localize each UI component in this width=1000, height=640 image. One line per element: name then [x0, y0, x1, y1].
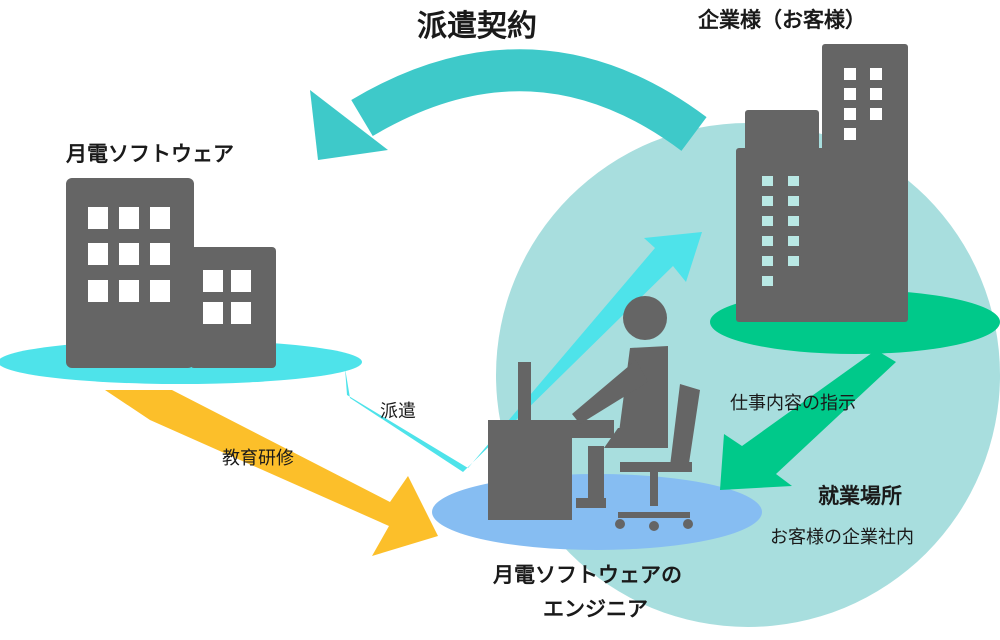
education-training-arrow [105, 390, 438, 556]
building-icon [66, 178, 276, 368]
education-training-label: 教育研修 [222, 448, 294, 469]
engineer-label-line2: エンジニア [543, 597, 648, 621]
workplace-title: 就業場所 [818, 484, 902, 508]
engineer-at-desk-icon [488, 296, 668, 520]
dispatch-contract-label: 派遣契約 [417, 9, 537, 44]
client-company-label: 企業様（お客様） [698, 8, 866, 32]
dispatch-arrow [345, 232, 702, 472]
office-chair-icon [615, 384, 700, 531]
dispatch-label: 派遣 [380, 401, 416, 422]
workplace-detail: お客様の企業社内 [770, 527, 914, 548]
getsuden-software-label: 月電ソフトウェア [66, 142, 234, 166]
engineer-label-line1: 月電ソフトウェアの [493, 563, 682, 587]
work-instruction-arrow [720, 350, 896, 490]
work-instructions-label: 仕事内容の指示 [730, 393, 856, 414]
client-building-icon [736, 44, 908, 322]
contract-arrow-head [310, 90, 388, 160]
contract-arrow-shaft [351, 49, 707, 151]
